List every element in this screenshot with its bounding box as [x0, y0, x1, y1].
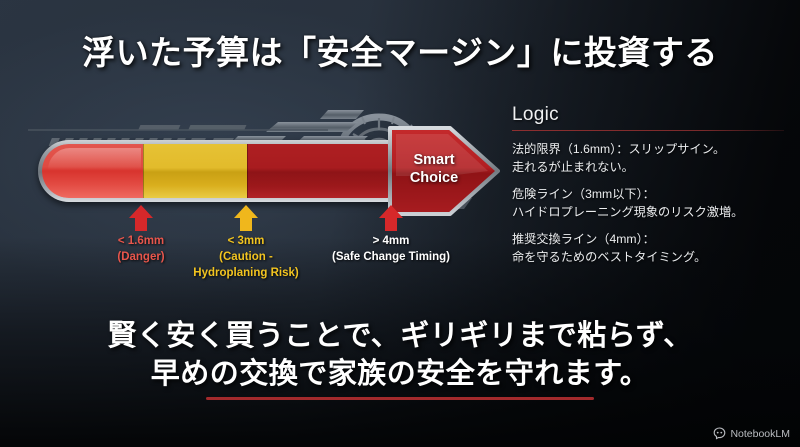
logic-item-1-line-0: 危険ライン（3mm以下）：: [512, 187, 655, 202]
logic-item-legal-limit: 法的限界（1.6mm）：スリップサイン。 走れるが止まれない。: [512, 140, 784, 176]
arrow-right-icon: [388, 126, 500, 216]
marker-danger-line-1: (Danger): [117, 250, 165, 263]
watermark: NotebookLM: [713, 427, 790, 440]
bottom-message-line2: 早めの交換で家族の安全を守れます。: [150, 357, 650, 390]
watermark-label: NotebookLM: [730, 427, 790, 440]
logic-item-0-line-0: 法的限界（1.6mm）：スリップサイン。: [512, 142, 726, 156]
logic-heading: Logic: [512, 104, 559, 125]
bottom-message: 賢く安く買うことで、ギリギリまで粘らず、 早めの交換で家族の安全を守れます。: [0, 318, 800, 401]
gauge-divider-2: [246, 144, 248, 198]
arrow-up-icon: [379, 205, 403, 231]
logic-item-0-line-1: 走れるが止まれない。: [512, 160, 634, 175]
gauge-markers: < 1.6mm (Danger) < 3mm (Caution - Hydrop…: [28, 204, 488, 304]
marker-safe: > 4mm (Safe Change Timing): [332, 204, 450, 263]
marker-safe-label: > 4mm (Safe Change Timing): [332, 234, 450, 266]
logic-divider: [512, 130, 784, 131]
marker-danger-label: < 1.6mm (Danger): [117, 234, 164, 266]
logic-item-2-line-1: 命を守るためのベストタイミング。: [512, 250, 707, 265]
bottom-message-line1: 賢く安く買うことで、ギリギリまで粘らず、: [107, 320, 693, 352]
marker-danger-line-0: < 1.6mm: [117, 235, 165, 247]
gauge-bar: [38, 140, 393, 202]
background-bottom-shade: [0, 237, 800, 447]
marker-safe-line-0: > 4mm: [372, 235, 410, 247]
marker-caution-label: < 3mm (Caution - Hydroplaning Risk): [193, 234, 298, 282]
logic-item-1-line-1: ハイドロプレーニング現象のリスク激増。: [512, 205, 744, 220]
marker-safe-line-1: (Safe Change Timing): [332, 250, 450, 263]
marker-caution: < 3mm (Caution - Hydroplaning Risk): [193, 204, 299, 279]
logic-item-danger-line: 危険ライン（3mm以下）： ハイドロプレーニング現象のリスク激増。: [512, 185, 784, 221]
marker-danger: < 1.6mm (Danger): [117, 204, 165, 263]
logic-item-recommended-line: 推奨交換ライン（4mm）： 命を守るためのベストタイミング。: [512, 230, 784, 266]
gauge-segment-safe: [246, 144, 389, 198]
logic-panel: Logic 法的限界（1.6mm）：スリップサイン。 走れるが止まれない。 危険…: [512, 104, 784, 275]
arrow-up-icon: [234, 205, 258, 231]
marker-caution-line-0: < 3mm: [227, 235, 265, 247]
tread-depth-gauge: Smart Choice: [28, 108, 500, 216]
gauge-segment-danger: [42, 144, 143, 198]
gauge-segment-caution: [142, 144, 247, 198]
slide-title: 浮いた予算は「安全マージン」に投資する: [82, 34, 718, 71]
marker-caution-line-2: Hydroplaning Risk): [193, 266, 299, 279]
bottom-message-underline: [206, 397, 594, 401]
smart-choice-arrow: [388, 124, 500, 218]
arrow-up-icon: [129, 205, 153, 231]
marker-caution-line-1: (Caution -: [219, 250, 273, 263]
logic-item-2-line-0: 推奨交換ライン（4mm）：: [512, 232, 655, 247]
notebooklm-icon: [714, 427, 726, 440]
gauge-divider-1: [142, 144, 144, 198]
gauge-bar-inner: [42, 144, 389, 198]
